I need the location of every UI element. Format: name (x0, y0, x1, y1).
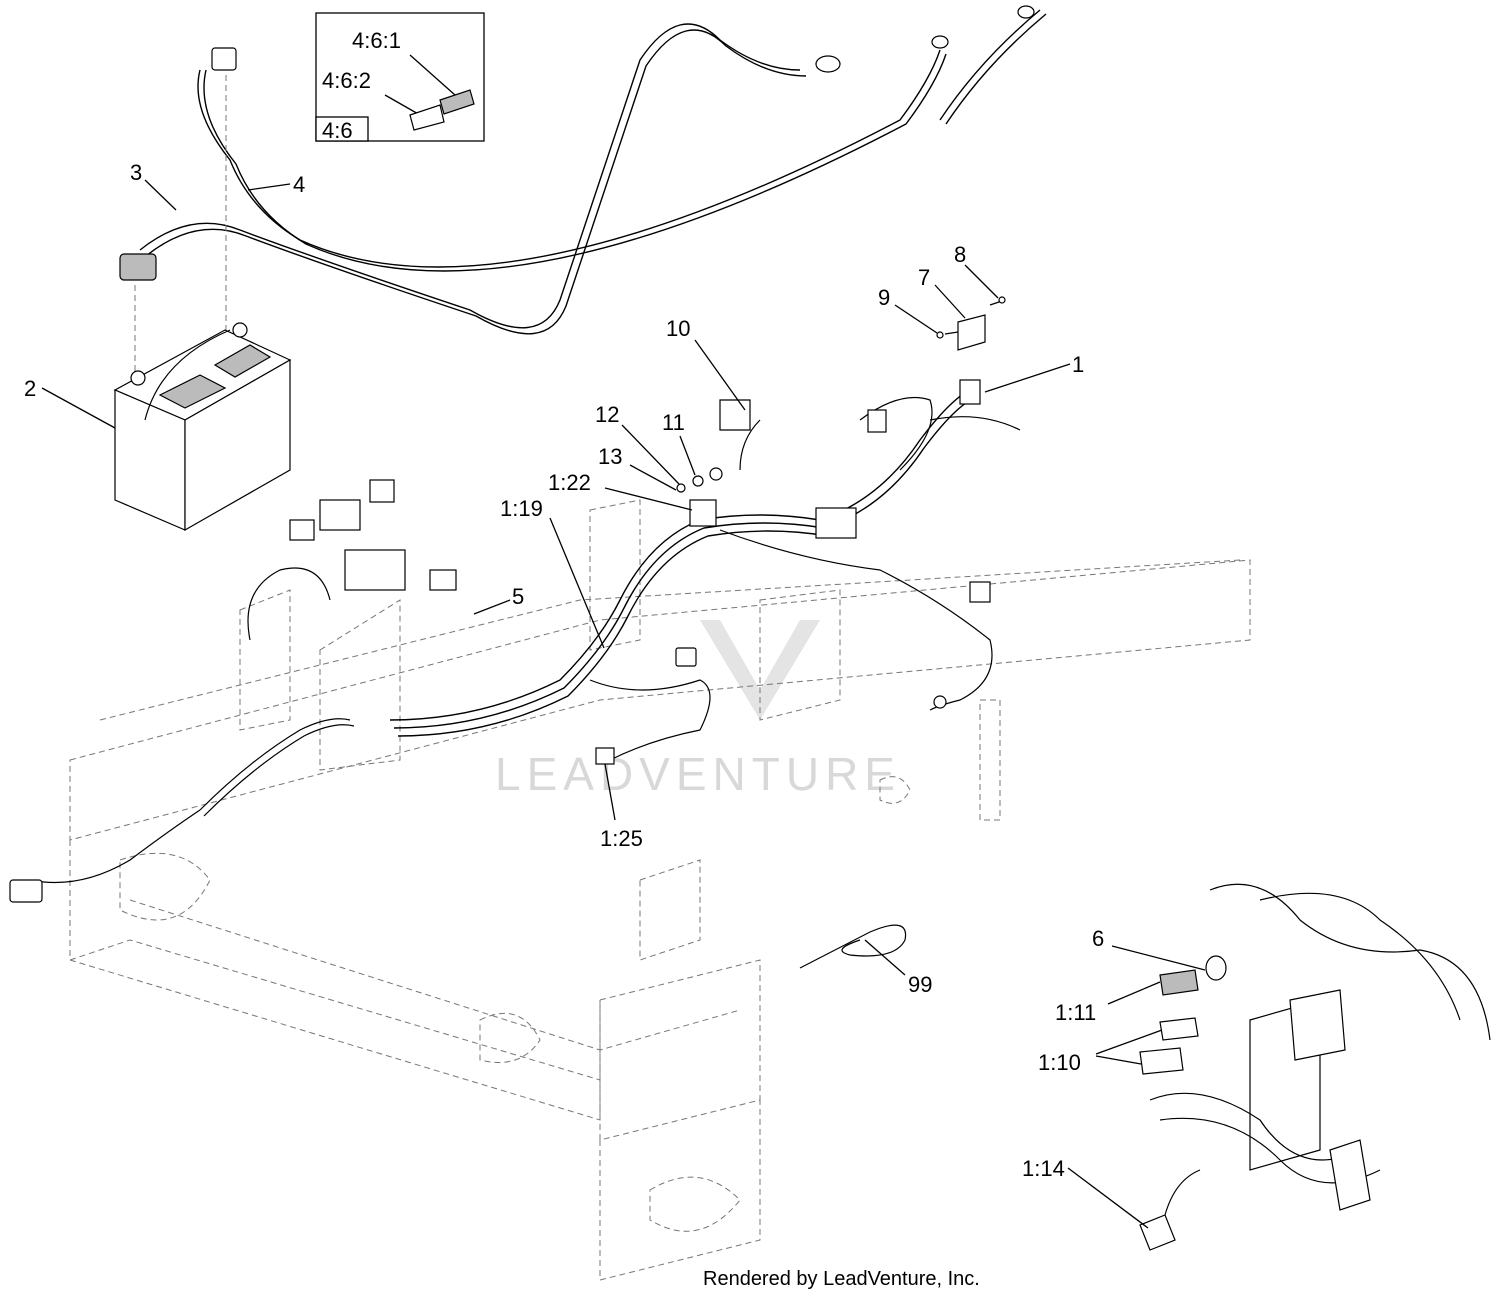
callout-1-19: 1:19 (500, 496, 543, 521)
callout-11: 11 (662, 410, 685, 435)
callout-5: 5 (512, 584, 524, 609)
callout-labels: 1 2 3 4 5 6 7 8 9 10 11 12 13 1:22 1:19 … (24, 160, 1104, 1181)
callout-6: 6 (1092, 926, 1104, 951)
footer-credit: Rendered by LeadVenture, Inc. (703, 1268, 980, 1290)
callout-4: 4 (293, 172, 305, 197)
leadventure-watermark: LEADVENTURE (495, 620, 901, 800)
relay-assembly (936, 296, 1006, 351)
chassis-frame (69, 499, 1251, 1281)
fuse-box-detail (1139, 883, 1491, 1251)
battery (113, 322, 292, 532)
callout-1-22: 1:22 (548, 470, 591, 495)
callout-13: 13 (598, 444, 622, 469)
callout-1-11: 1:11 (1055, 1000, 1096, 1025)
callout-8: 8 (954, 242, 966, 267)
callout-1: 1 (1072, 352, 1084, 377)
callout-2: 2 (24, 376, 36, 401)
callout-1-25: 1:25 (600, 826, 643, 851)
callout-9: 9 (878, 285, 890, 310)
inset-label-4-6-2: 4:6:2 (322, 68, 371, 93)
battery-cables (119, 5, 1047, 380)
leader-lines (41, 179, 1206, 1229)
watermark-text: LEADVENTURE (495, 748, 901, 800)
callout-1-10: 1:10 (1038, 1050, 1081, 1075)
callout-99: 99 (908, 972, 932, 997)
inset-label-4-6-1: 4:6:1 (352, 28, 401, 53)
cable-tie (799, 924, 907, 969)
inset-detail-box: 4:6:1 4:6:2 4:6 (315, 12, 485, 143)
callout-10: 10 (666, 316, 690, 341)
main-wiring-harness (9, 379, 1021, 903)
callout-3: 3 (130, 160, 142, 185)
callout-7: 7 (918, 265, 930, 290)
callout-12: 12 (595, 402, 619, 427)
inset-label-4-6: 4:6 (322, 118, 353, 143)
callout-1-14: 1:14 (1022, 1156, 1065, 1181)
